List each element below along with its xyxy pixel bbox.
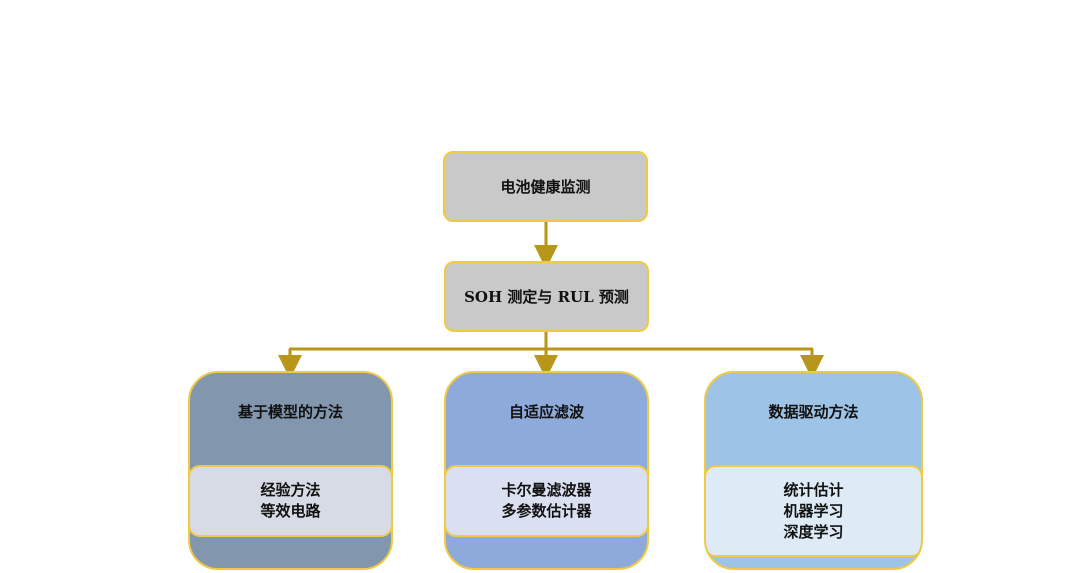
second-label: SOH 测定与 RUL 预测 [464, 288, 629, 306]
branch-title: 自适应滤波 [508, 403, 584, 421]
branch-item: 卡尔曼滤波器 [501, 481, 592, 499]
root-node: 电池健康监测 [443, 151, 648, 222]
branch-items: 卡尔曼滤波器 多参数估计器 [446, 465, 647, 537]
branch-items: 统计估计 机器学习 深度学习 [706, 465, 921, 557]
branch-adaptive-filter: 自适应滤波 卡尔曼滤波器 多参数估计器 [444, 371, 649, 570]
branch-title: 数据驱动方法 [768, 403, 859, 421]
branch-item: 机器学习 [783, 501, 844, 520]
branch-items: 经验方法 等效电路 [190, 465, 391, 537]
branch-item: 等效电路 [260, 502, 321, 520]
branch-item: 统计估计 [783, 480, 844, 499]
second-node: SOH 测定与 RUL 预测 [444, 261, 649, 332]
root-label: 电池健康监测 [500, 178, 591, 196]
branch-item: 深度学习 [783, 522, 844, 541]
branch-title: 基于模型的方法 [237, 403, 343, 421]
branch-data-driven: 数据驱动方法 统计估计 机器学习 深度学习 [704, 371, 923, 570]
branch-item: 经验方法 [260, 481, 321, 499]
branch-item: 多参数估计器 [501, 502, 592, 520]
branch-model-based: 基于模型的方法 经验方法 等效电路 [188, 371, 393, 570]
